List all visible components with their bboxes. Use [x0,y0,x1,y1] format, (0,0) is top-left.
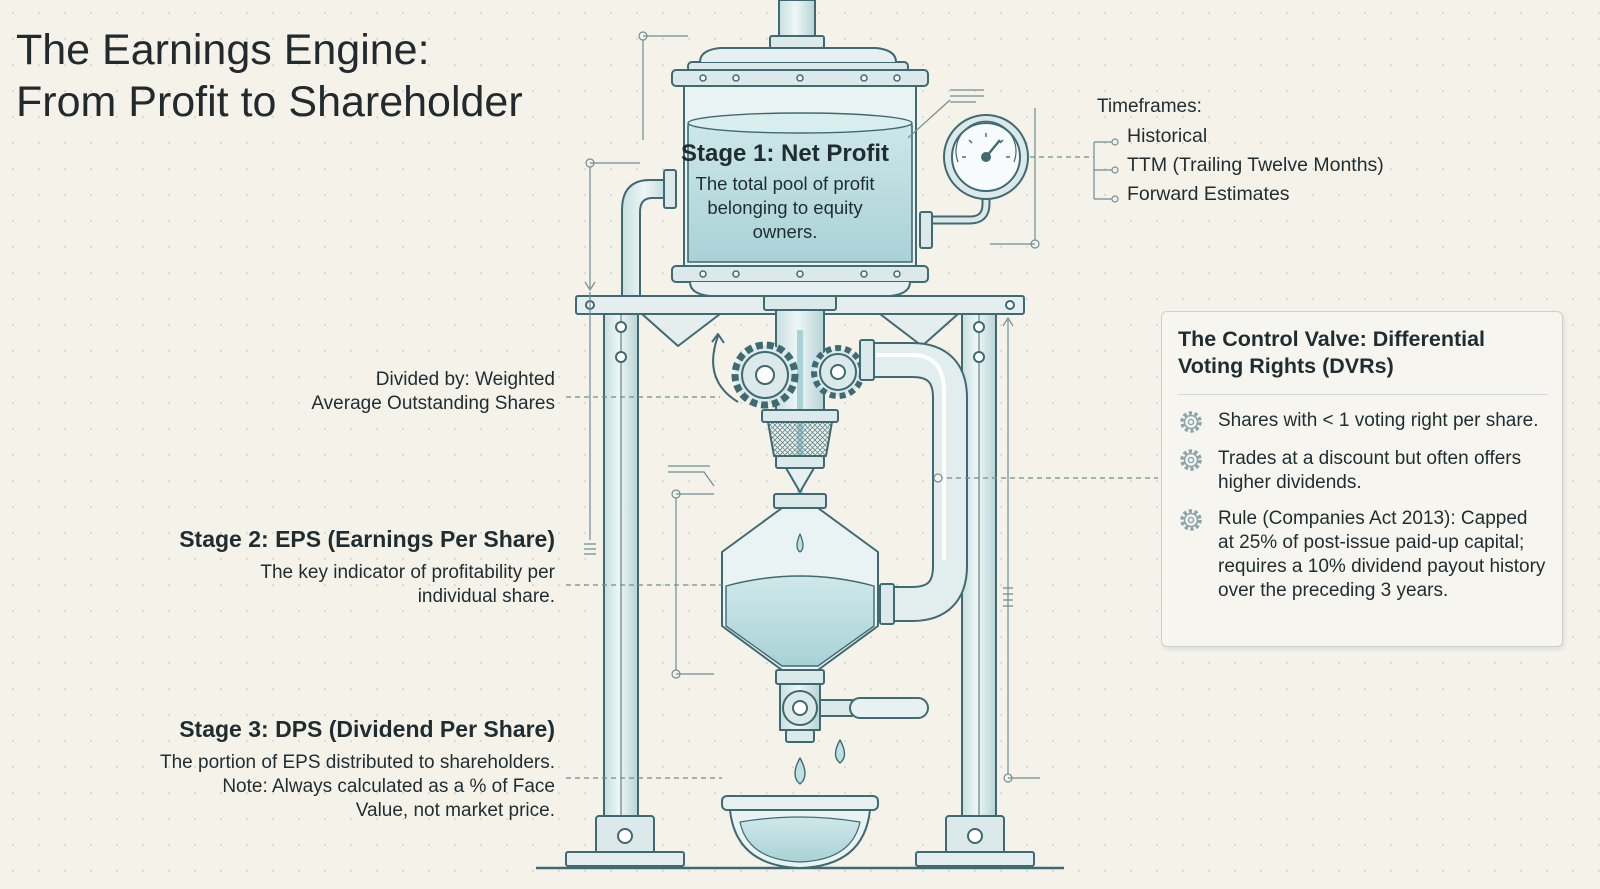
dvr-item-text: Rule (Companies Act 2013): Capped at 25%… [1218,508,1546,601]
dvr-item-text: Trades at a discount but often offers hi… [1218,448,1522,493]
stage-3-description-line-2: Note: Always calculated as a % of Face [222,776,555,797]
dvr-info-card: The Control Valve: Differential Voting R… [1161,311,1563,647]
stage-1-title: Stage 1: Net Profit [680,140,890,167]
net-profit-tank [671,47,929,297]
timeframe-item-historical: Historical [1127,125,1208,147]
stage-3-label: Stage 3: DPS (Dividend Per Share) The po… [160,716,555,823]
stage-1-description: The total pool of profit belonging to eq… [695,173,875,242]
stage-2-description-line-1: The key indicator of profitability per [260,562,555,583]
stage-1-label: Stage 1: Net Profit The total pool of pr… [680,140,890,244]
stage-3-description-line-1: The portion of EPS distributed to shareh… [159,752,555,773]
page-title: The Earnings Engine: From Profit to Shar… [16,24,523,128]
tank-rivets [699,74,901,278]
control-valve-pipe [859,339,968,625]
tap-valve [779,683,929,743]
left-side-pipe [621,169,677,299]
divider-label-line-2: Average Outstanding Shares [311,393,555,414]
gear-icon [1180,411,1202,433]
gear-right-icon [811,345,865,399]
stage-2-title: Stage 2: EPS (Earnings Per Share) [179,526,555,552]
gear-icon [1180,449,1202,471]
divider-label: Divided by: Weighted Average Outstanding… [311,368,555,416]
timeframes-heading: Timeframes: [1097,96,1202,117]
frame-left-leg [603,313,639,827]
rotation-arrow-icon [712,335,739,403]
filter-mesh [761,409,839,493]
timeframes-panel: Timeframes: Historical TTM (Trailing Twe… [1097,96,1384,209]
timeframes-list: Historical TTM (Trailing Twelve Months) … [1097,122,1384,209]
gear-icon [1180,509,1202,531]
dvr-item-text: Shares with < 1 voting right per share. [1218,410,1539,431]
dvr-list: Shares with < 1 voting right per share. … [1178,409,1548,603]
title-line-1: The Earnings Engine: [16,26,430,74]
divider-label-line-1: Divided by: Weighted [375,369,555,390]
collection-bowl [721,795,879,869]
gear-left-icon [731,341,799,409]
stage-2-description-line-2: individual share. [417,586,555,607]
dvr-list-item: Rule (Companies Act 2013): Capped at 25%… [1178,507,1548,603]
eps-vessel [721,493,879,685]
droplets [794,739,846,785]
leader-lines [566,31,1158,783]
timeframe-item-ttm: TTM (Trailing Twelve Months) [1127,154,1384,176]
inlet-pipe [769,0,825,49]
dvr-list-item: Trades at a discount but often offers hi… [1178,447,1548,495]
timeframe-item-forward: Forward Estimates [1127,183,1290,205]
dvr-list-item: Shares with < 1 voting right per share. [1178,409,1548,435]
stage-3-title: Stage 3: DPS (Dividend Per Share) [179,716,555,742]
stage-2-label: Stage 2: EPS (Earnings Per Share) The ke… [179,526,555,609]
stage-3-description-line-3: Value, not market price. [355,800,555,821]
pressure-gauge-icon [919,114,1029,249]
dvr-card-title: The Control Valve: Differential Voting R… [1178,326,1548,395]
title-line-2: From Profit to Shareholder [16,78,523,126]
